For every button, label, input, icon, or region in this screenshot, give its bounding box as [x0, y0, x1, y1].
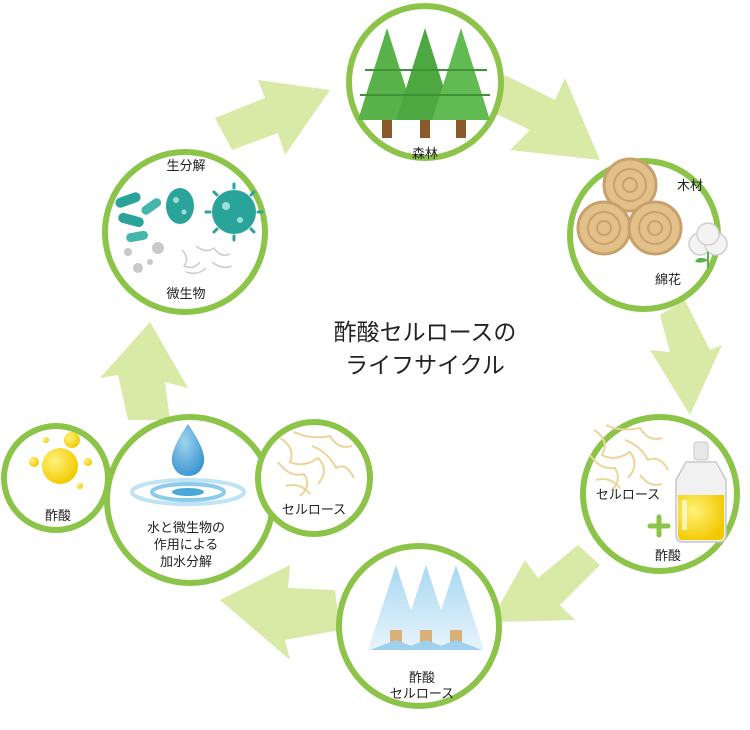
arrow-acetate-to-hydrolysis — [220, 565, 340, 660]
cellulose-label: セルロース — [596, 488, 660, 503]
acetic-label-right: 酢酸 — [655, 549, 681, 564]
diagram-title: 酢酸セルロースの ライフサイクル — [334, 320, 517, 379]
title-line2: ライフサイクル — [345, 353, 505, 379]
node-acetic-acid: 酢酸 — [1, 423, 111, 533]
node-wood-cotton: 木材 綿花 — [567, 157, 728, 312]
hydrolysis-line3: 加水分解 — [160, 555, 212, 570]
arrow-hydrolysis-to-biodegradation — [100, 322, 188, 420]
arrow-biodegradation-to-forest — [215, 80, 330, 155]
forest-label: 森林 — [412, 147, 438, 162]
biodegradation-label: 生分解 — [166, 159, 205, 174]
hydrolysis-line1: 水と微生物の — [147, 521, 225, 536]
cellulose-acetate-powder-icon — [368, 565, 484, 650]
node-cellulose: セルロース — [255, 419, 373, 537]
cotton-icon — [688, 222, 728, 268]
wood-label: 木材 — [677, 179, 703, 194]
water-drop-icon — [130, 424, 246, 506]
cellulose-fiber-icon — [589, 424, 669, 491]
node-hydrolysis: 水と微生物の 作用による 加水分解 — [104, 414, 276, 586]
node-biodegradation: 生分解 微生物 — [102, 149, 268, 315]
hydrolysis-line2: 作用による — [154, 538, 219, 553]
node-cellulose-acetate: 酢酸 セルロース — [336, 543, 502, 709]
microbes-label: 微生物 — [166, 287, 205, 302]
acetic-acid-bottle-icon — [675, 441, 727, 543]
cellulose-acetate-line2: セルロース — [390, 687, 454, 702]
arrow-forest-to-wood — [488, 75, 600, 160]
title-line1: 酢酸セルロースの — [334, 320, 517, 346]
microbes-icon — [115, 182, 264, 275]
cellulose-acetate-line1: 酢酸 — [409, 671, 435, 686]
cellulose-label-mid: セルロース — [282, 503, 346, 518]
cotton-label: 綿花 — [655, 272, 681, 288]
arrow-cellulose-to-acetate — [490, 545, 600, 622]
plus-icon — [647, 514, 671, 538]
forest-icon — [358, 28, 490, 138]
arrow-wood-to-cellulose — [650, 300, 722, 415]
wood-logs-icon — [576, 157, 683, 256]
node-cellulose-plus-acetic: セルロース 酢酸 — [580, 414, 740, 574]
node-forest: 森林 — [346, 3, 504, 162]
cycle-arrows — [100, 75, 722, 660]
cellulose-fiber-icon — [277, 431, 355, 497]
acetic-label-left: 酢酸 — [45, 509, 71, 524]
acetic-acid-droplets-icon — [29, 432, 92, 489]
